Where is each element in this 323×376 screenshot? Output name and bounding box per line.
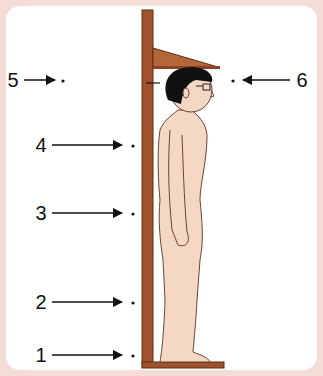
head-piece bbox=[153, 48, 218, 67]
pointer-arrow bbox=[52, 212, 122, 214]
panel bbox=[6, 6, 317, 370]
callout-number: 5 bbox=[7, 70, 18, 90]
nose bbox=[210, 90, 214, 97]
callout-number: 1 bbox=[35, 345, 46, 365]
glasses-arm bbox=[196, 86, 203, 87]
landmark-dots bbox=[61, 79, 234, 357]
pointer-arrow bbox=[52, 301, 122, 303]
landmark-dot bbox=[131, 354, 134, 357]
arm bbox=[169, 130, 189, 246]
ear bbox=[183, 88, 189, 98]
glasses bbox=[203, 84, 210, 90]
body bbox=[158, 110, 210, 362]
landmark-dot bbox=[61, 79, 64, 82]
callout-number: 4 bbox=[35, 135, 46, 155]
pointer-arrow bbox=[24, 79, 55, 81]
reading-mark bbox=[146, 82, 160, 83]
base-plate bbox=[142, 362, 224, 368]
landmark-dot bbox=[131, 144, 134, 147]
callout-number: 2 bbox=[35, 292, 46, 312]
pointer-arrow bbox=[52, 354, 122, 356]
pointer-arrows bbox=[24, 80, 290, 355]
callout-number: 6 bbox=[296, 70, 307, 90]
measuring-board bbox=[142, 10, 153, 366]
pointer-arrow bbox=[243, 79, 290, 81]
landmark-dot bbox=[131, 301, 134, 304]
landmark-dot bbox=[231, 79, 234, 82]
callout-number: 3 bbox=[35, 203, 46, 223]
pointer-arrow bbox=[52, 144, 122, 146]
landmark-dot bbox=[131, 212, 134, 215]
hair bbox=[166, 67, 213, 104]
